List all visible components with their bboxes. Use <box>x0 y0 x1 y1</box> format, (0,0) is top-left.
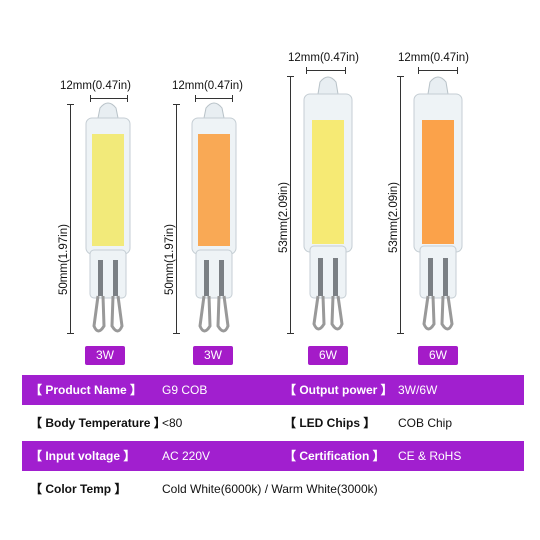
bulb-3-width-line <box>306 67 346 74</box>
bulb-4-watt-badge: 6W <box>418 346 458 365</box>
spec-value: Cold White(6000k) / Warm White(3000k) <box>162 482 378 496</box>
spec-key: 【 Body Temperature 】 <box>30 416 166 430</box>
bulb-2-height-label: 50mm(1.97in) <box>164 224 176 295</box>
bulb-1-width-line <box>90 95 128 102</box>
bulb-4-height-label: 53mm(2.09in) <box>388 182 400 253</box>
bulb-3-image <box>303 76 353 331</box>
spec-row-body-temp: 【 Body Temperature 】 <80 【 LED Chips 】 C… <box>22 408 524 438</box>
bulb-1-cob-chip <box>92 134 124 246</box>
bulb-4-width-label: 12mm(0.47in) <box>398 52 469 64</box>
bulb-2-cob-chip <box>198 134 230 246</box>
bulb-1-height-label: 50mm(1.97in) <box>58 224 70 295</box>
spec-key: 【 Output power 】 <box>284 383 393 397</box>
spec-value: G9 COB <box>162 383 208 397</box>
bulb-2-image <box>191 102 237 333</box>
spec-value: <80 <box>162 416 183 430</box>
bulb-4-image <box>413 76 463 331</box>
bulb-2-width-label: 12mm(0.47in) <box>172 80 243 92</box>
spec-key: 【 Input voltage 】 <box>30 449 136 463</box>
spec-key: 【 Color Temp 】 <box>30 482 127 496</box>
bulb-3-height-line <box>287 76 294 334</box>
spec-key: 【 Certification 】 <box>284 449 385 463</box>
bulb-2-height-line <box>173 104 180 334</box>
bulb-4-width-line <box>418 67 458 74</box>
spec-row-color-temp: 【 Color Temp 】 Cold White(6000k) / Warm … <box>22 474 524 504</box>
bulb-3-watt-badge: 6W <box>308 346 348 365</box>
spec-value: 3W/6W <box>398 383 438 397</box>
spec-value: AC 220V <box>162 449 211 463</box>
bulb-1-image <box>85 102 131 333</box>
bulb-2-width-line <box>195 95 233 102</box>
spec-table: 【 Product Name 】 G9 COB 【 Output power 】… <box>22 375 524 507</box>
bulb-1-watt-badge: 3W <box>85 346 125 365</box>
spec-row-voltage: 【 Input voltage 】 AC 220V 【 Certificatio… <box>22 441 524 471</box>
spec-value: COB Chip <box>398 416 453 430</box>
bulb-1-height-line <box>67 104 74 334</box>
spec-value: CE & RoHS <box>398 449 462 463</box>
bulb-3-width-label: 12mm(0.47in) <box>288 52 359 64</box>
bulb-1-width-label: 12mm(0.47in) <box>60 80 131 92</box>
bulb-3-height-label: 53mm(2.09in) <box>278 182 290 253</box>
bulb-2-watt-badge: 3W <box>193 346 233 365</box>
bulb-4-height-line <box>397 76 404 334</box>
bulb-4-cob-chip <box>422 120 454 244</box>
spec-key: 【 Product Name 】 <box>30 383 143 397</box>
bulb-3-cob-chip <box>312 120 344 244</box>
spec-row-product: 【 Product Name 】 G9 COB 【 Output power 】… <box>22 375 524 405</box>
spec-key: 【 LED Chips 】 <box>284 416 376 430</box>
